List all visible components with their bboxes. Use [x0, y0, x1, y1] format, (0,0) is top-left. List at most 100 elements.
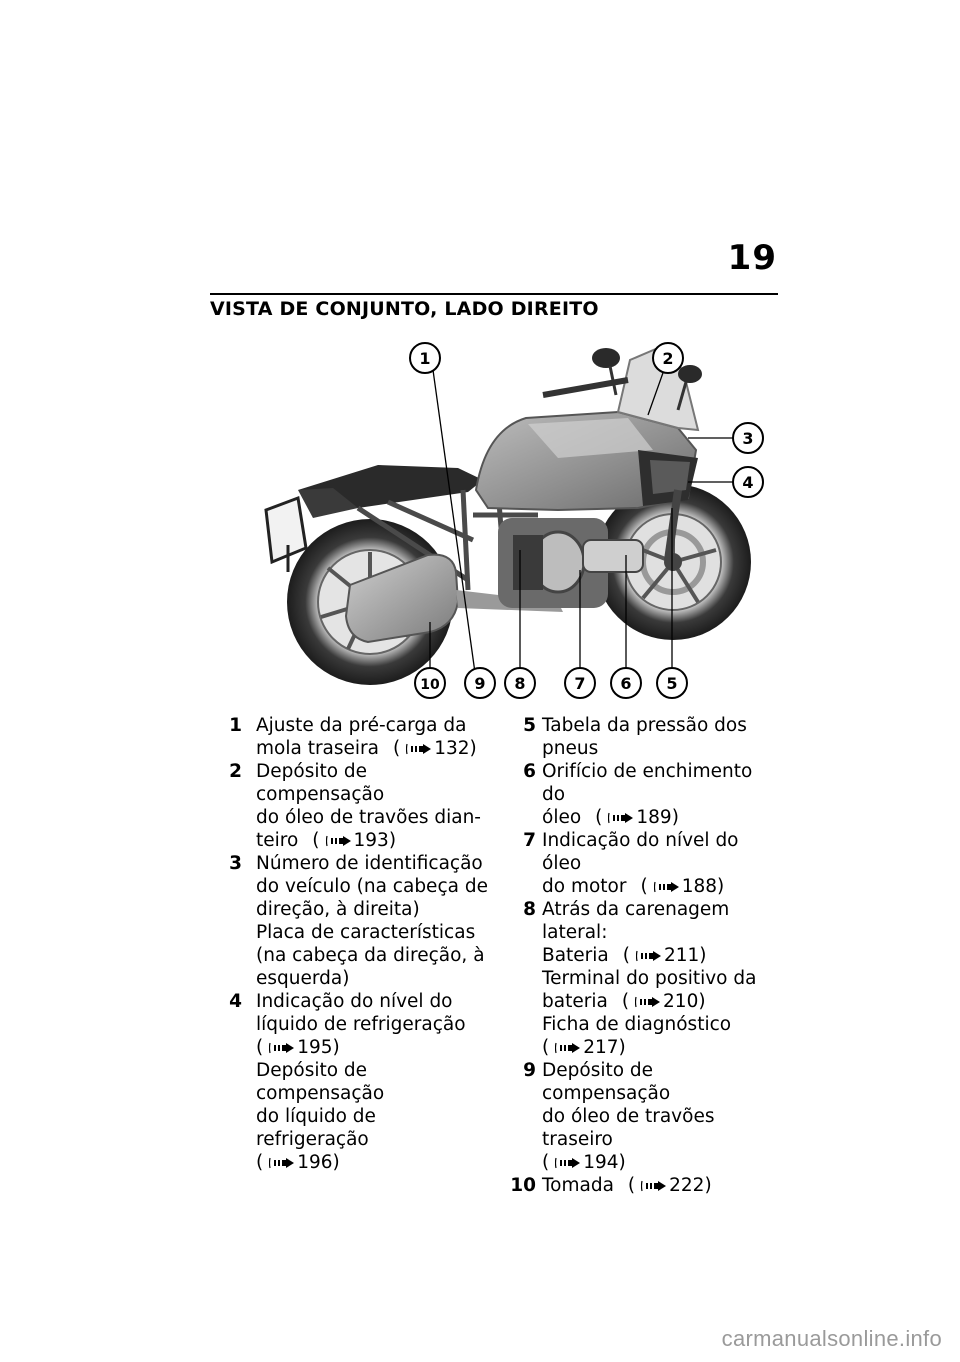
legend-item-line: Número de identificação — [256, 852, 490, 875]
page-reference-link[interactable]: (193) — [312, 830, 397, 851]
legend-item-text: pneus — [542, 738, 599, 759]
legend-item-text: do líquido de refrigeração — [256, 1106, 376, 1150]
svg-text:8: 8 — [514, 674, 525, 693]
legend-item-line: direção, à direita) — [256, 898, 490, 921]
legend-item-line: bateria (210) — [542, 990, 778, 1013]
legend-item-text: óleo — [542, 807, 582, 828]
legend-item-line: Placa de características — [256, 921, 490, 944]
fuel-tank-bodywork — [474, 410, 698, 512]
legend-item-line: Tabela da pressão dos — [542, 714, 778, 737]
page-reference-link[interactable]: (188) — [640, 876, 725, 897]
legend-item-line: (217) — [542, 1036, 778, 1059]
legend-item-text: do óleo de travões dian- — [256, 807, 481, 828]
callout-9: 9 — [464, 667, 496, 699]
legend-item-line: Bateria (211) — [542, 944, 778, 967]
callout-4: 4 — [732, 466, 764, 498]
legend-item-text: Terminal do positivo da — [542, 968, 757, 989]
front-fork — [664, 489, 682, 561]
legend-item-line: (195) — [256, 1036, 490, 1059]
legend-item-line: óleo (189) — [542, 806, 778, 829]
legend-item-text: Depósito de compensação — [256, 761, 385, 805]
callout-8: 8 — [504, 667, 536, 699]
legend-item-line: Depósito de compensação — [542, 1059, 778, 1105]
legend-item-number: 10 — [510, 1175, 536, 1196]
page-reference-arrow-icon — [653, 881, 679, 893]
page-reference-arrow-icon — [555, 1042, 581, 1054]
legend-item-text: Indicação do nível do — [256, 991, 453, 1012]
page-reference-link[interactable]: (132) — [393, 738, 477, 759]
page-reference-link[interactable]: (222) — [627, 1175, 712, 1196]
legend-item-text: esquerda) — [256, 968, 350, 989]
legend-item-line: Ficha de diagnóstico — [542, 1013, 778, 1036]
legend-item-line: (196) — [256, 1151, 490, 1174]
page-reference-arrow-icon — [555, 1157, 581, 1169]
svg-text:10: 10 — [420, 677, 440, 693]
page-reference-link[interactable]: (217) — [542, 1037, 626, 1058]
page-reference-number: 188) — [681, 876, 725, 897]
legend-item-text: Depósito de compensação — [542, 1060, 671, 1104]
leader-lines — [429, 369, 733, 681]
legend-item-line: pneus — [542, 737, 778, 760]
legend-item-number: 6 — [523, 761, 536, 782]
legend-item-line: Atrás da carenagem lateral: — [542, 898, 778, 944]
legend-item-text: Orifício de enchimento do — [542, 761, 753, 805]
svg-text:9: 9 — [474, 674, 485, 693]
motorcycle-right-side-figure: 1 2 3 4 5 6 7 8 9 10 — [264, 342, 764, 699]
svg-text:5: 5 — [666, 674, 677, 693]
handlebar-mirrors — [542, 348, 702, 411]
legend-item-line: Indicação do nível do — [256, 990, 490, 1013]
legend-item-line: Terminal do positivo da — [542, 967, 778, 990]
license-plate — [264, 495, 308, 572]
legend-item-text: Tabela da pressão dos — [542, 715, 747, 736]
legend-item-line: esquerda) — [256, 967, 490, 990]
legend-item-number: 3 — [229, 853, 242, 874]
callout-2: 2 — [652, 342, 684, 374]
page-reference-link[interactable]: (195) — [256, 1037, 340, 1058]
page-reference-number: 194) — [583, 1152, 626, 1173]
legend-item-number: 2 — [229, 761, 242, 782]
page-reference-number: 211) — [663, 945, 707, 966]
legend-item-text: bateria — [542, 991, 608, 1012]
page-number: 19 — [727, 238, 777, 278]
legend-item-text: líquido de refrigeração — [256, 1014, 466, 1035]
callout-1: 1 — [409, 342, 441, 374]
page-reference-link[interactable]: (194) — [542, 1152, 626, 1173]
legend-item-line: Indicação do nível do óleo — [542, 829, 778, 875]
callout-10: 10 — [414, 667, 446, 699]
page-reference-number: 210) — [663, 991, 706, 1012]
legend-item-text: Bateria — [542, 945, 609, 966]
section-title: VISTA DE CONJUNTO, LADO DIREITO — [210, 298, 599, 320]
callout-6: 6 — [610, 667, 642, 699]
callout-5: 5 — [656, 667, 688, 699]
legend-item-text: Tomada — [542, 1175, 614, 1196]
page-reference-number: 132) — [434, 738, 477, 759]
legend-item-text: do óleo de travões traseiro — [542, 1106, 715, 1150]
page-reference-link[interactable]: (196) — [256, 1152, 340, 1173]
legend-item-line: Depósito de compensação — [256, 760, 490, 806]
page-reference-link[interactable]: (211) — [622, 945, 707, 966]
page-reference-link[interactable]: (210) — [621, 991, 706, 1012]
svg-text:6: 6 — [620, 674, 631, 693]
legend-item-line: líquido de refrigeração — [256, 1013, 490, 1036]
legend-item-text: Depósito de compensação — [256, 1060, 385, 1104]
watermark: carmanualsonline.info — [721, 1326, 942, 1351]
seat — [298, 465, 483, 518]
legend-item-line: do líquido de refrigeração — [256, 1105, 490, 1151]
legend-item-text: teiro — [256, 830, 299, 851]
legend-item-line: Ajuste da pré-carga da — [256, 714, 490, 737]
legend-item-line: do veículo (na cabeça de — [256, 875, 490, 898]
page-reference-link[interactable]: (189) — [595, 807, 679, 828]
legend-item-line: do motor(188) — [542, 875, 778, 898]
legend-item-line: do óleo de travões traseiro — [542, 1105, 778, 1151]
svg-text:1: 1 — [419, 349, 430, 368]
legend-item-text: Ficha de diagnóstico — [542, 1014, 732, 1035]
front-wheel — [595, 484, 751, 640]
